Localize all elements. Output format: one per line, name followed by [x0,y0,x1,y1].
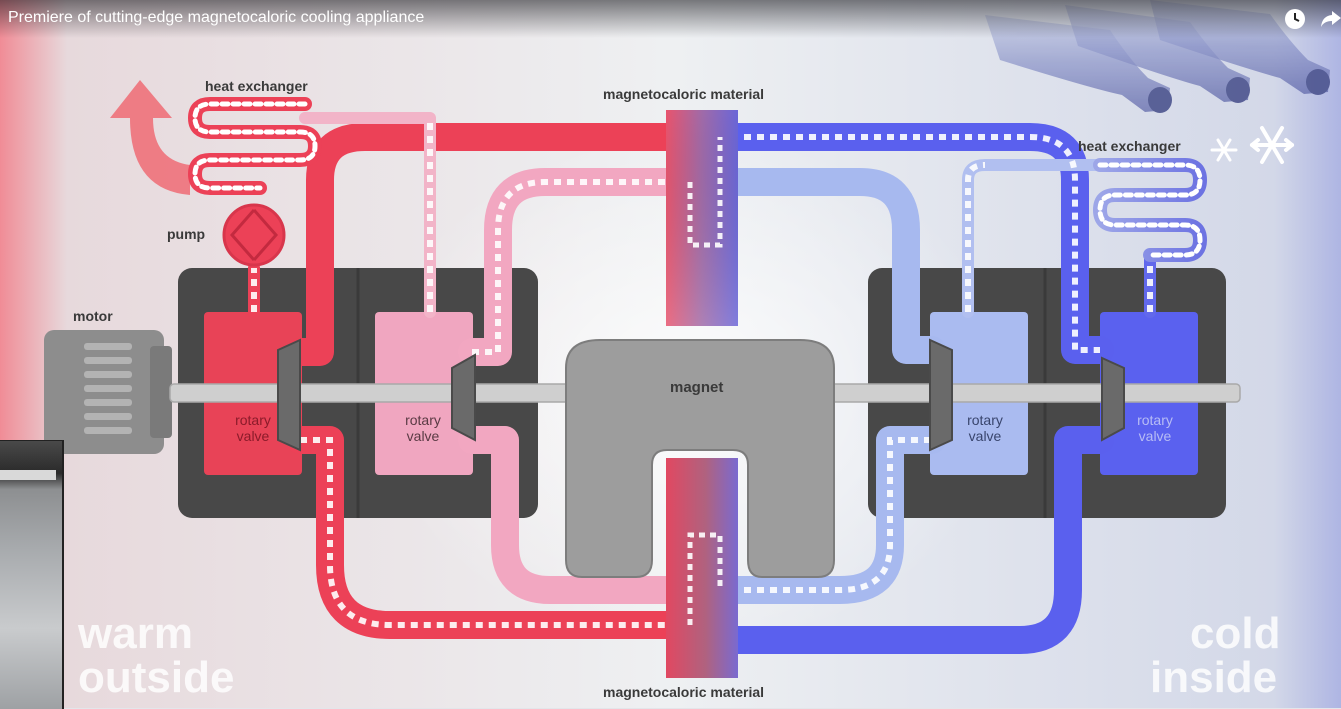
magnetocaloric-top-label: magnetocaloric material [603,86,765,102]
tube-cold-bottom [722,426,1114,654]
motor-icon [44,330,172,454]
video-title[interactable]: Premiere of cutting-edge magnetocaloric … [8,9,425,26]
rotary-valve-label-1: rotary valve [235,412,271,444]
magnet-body [565,339,835,578]
rotary-valve-rotor-3 [929,338,953,452]
magnet-label: magnet [670,379,724,396]
rotary-valve-rotor-4 [1101,356,1125,442]
cold-label-line1: cold [1190,609,1281,658]
video-title-bar [0,0,1341,38]
magnetocaloric-block-bottom [666,458,738,678]
share-arrow-icon[interactable] [1318,6,1341,32]
heat-exchanger-right-label: heat exchanger [1078,138,1181,154]
snowflake-icon [1210,126,1294,164]
motor-label: motor [73,308,113,324]
video-thumbnail[interactable] [0,440,64,709]
pump-label: pump [167,226,206,242]
pump-icon [222,203,286,267]
cold-label-line2: inside [1150,653,1278,702]
warm-label-line2: outside [78,653,235,702]
rotary-valve-rotor-1 [277,338,301,452]
heat-exchanger-left [187,97,323,195]
heat-exchanger-right [1092,158,1208,262]
tube-cool-top [722,168,946,364]
clock-icon[interactable] [1282,6,1308,32]
rotary-valve-rotor-2 [451,353,476,442]
heat-out-arrow-icon [110,80,190,195]
magnetocaloric-bottom-label: magnetocaloric material [603,684,765,700]
tube-warm-bottom [458,426,682,604]
rotary-valve-label-4: rotary valve [1137,412,1173,444]
tube-hot-top [286,123,682,366]
warm-label-line1: warm [78,609,193,658]
rotary-valve-label-2: rotary valve [405,412,441,444]
rotary-valve-label-3: rotary valve [967,412,1003,444]
heat-exchanger-left-label: heat exchanger [205,78,308,94]
